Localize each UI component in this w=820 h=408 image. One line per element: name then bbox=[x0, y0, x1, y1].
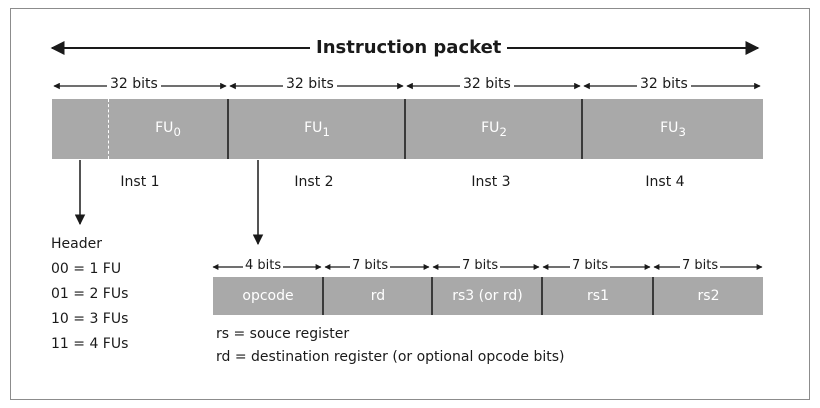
field-bits-label-1: 4 bits bbox=[243, 258, 284, 273]
field-bits-label-3: 7 bits bbox=[460, 258, 501, 273]
fu-1-label: FU1 bbox=[304, 119, 330, 139]
inst-2-label: Inst 2 bbox=[294, 174, 334, 190]
header-item-3: 10 = 3 FUs bbox=[51, 311, 129, 327]
inst-3-label: Inst 3 bbox=[471, 174, 511, 190]
packet-title: Instruction packet bbox=[310, 37, 508, 58]
fu-3-box: FU3 bbox=[581, 99, 763, 159]
field-opcode: opcode bbox=[213, 277, 323, 315]
field-rs2: rs2 bbox=[652, 277, 763, 315]
fu-3-label: FU3 bbox=[660, 119, 686, 139]
fu-0-box: FU0 bbox=[52, 99, 228, 159]
header-legend: Header 00 = 1 FU 01 = 2 FUs 10 = 3 FUs 1… bbox=[51, 232, 128, 357]
header-item-4: 11 = 4 FUs bbox=[51, 336, 129, 352]
note-rs: rs = souce register bbox=[216, 326, 350, 342]
field-rd: rd bbox=[322, 277, 432, 315]
header-title: Header bbox=[51, 236, 102, 252]
header-item-1: 00 = 1 FU bbox=[51, 261, 122, 277]
field-rs3: rs3 (or rd) bbox=[431, 277, 542, 315]
inst-4-label: Inst 4 bbox=[645, 174, 685, 190]
field-bits-label-2: 7 bits bbox=[350, 258, 391, 273]
fu-1-box: FU1 bbox=[227, 99, 405, 159]
fu-2-label: FU2 bbox=[481, 119, 507, 139]
packet-bits-label-3: 32 bits bbox=[460, 76, 514, 92]
inst-1-label: Inst 1 bbox=[120, 174, 160, 190]
field-bits-label-4: 7 bits bbox=[570, 258, 611, 273]
packet-bits-label-2: 32 bits bbox=[283, 76, 337, 92]
diagram-frame bbox=[10, 8, 810, 400]
field-bits-label-5: 7 bits bbox=[680, 258, 721, 273]
fu-0-label: FU0 bbox=[155, 119, 181, 139]
packet-bits-label-1: 32 bits bbox=[107, 76, 161, 92]
fu-2-box: FU2 bbox=[404, 99, 582, 159]
field-rs1: rs1 bbox=[541, 277, 653, 315]
header-divider bbox=[108, 99, 109, 159]
note-rd: rd = destination register (or optional o… bbox=[216, 349, 565, 365]
packet-bits-label-4: 32 bits bbox=[637, 76, 691, 92]
header-item-2: 01 = 2 FUs bbox=[51, 286, 129, 302]
